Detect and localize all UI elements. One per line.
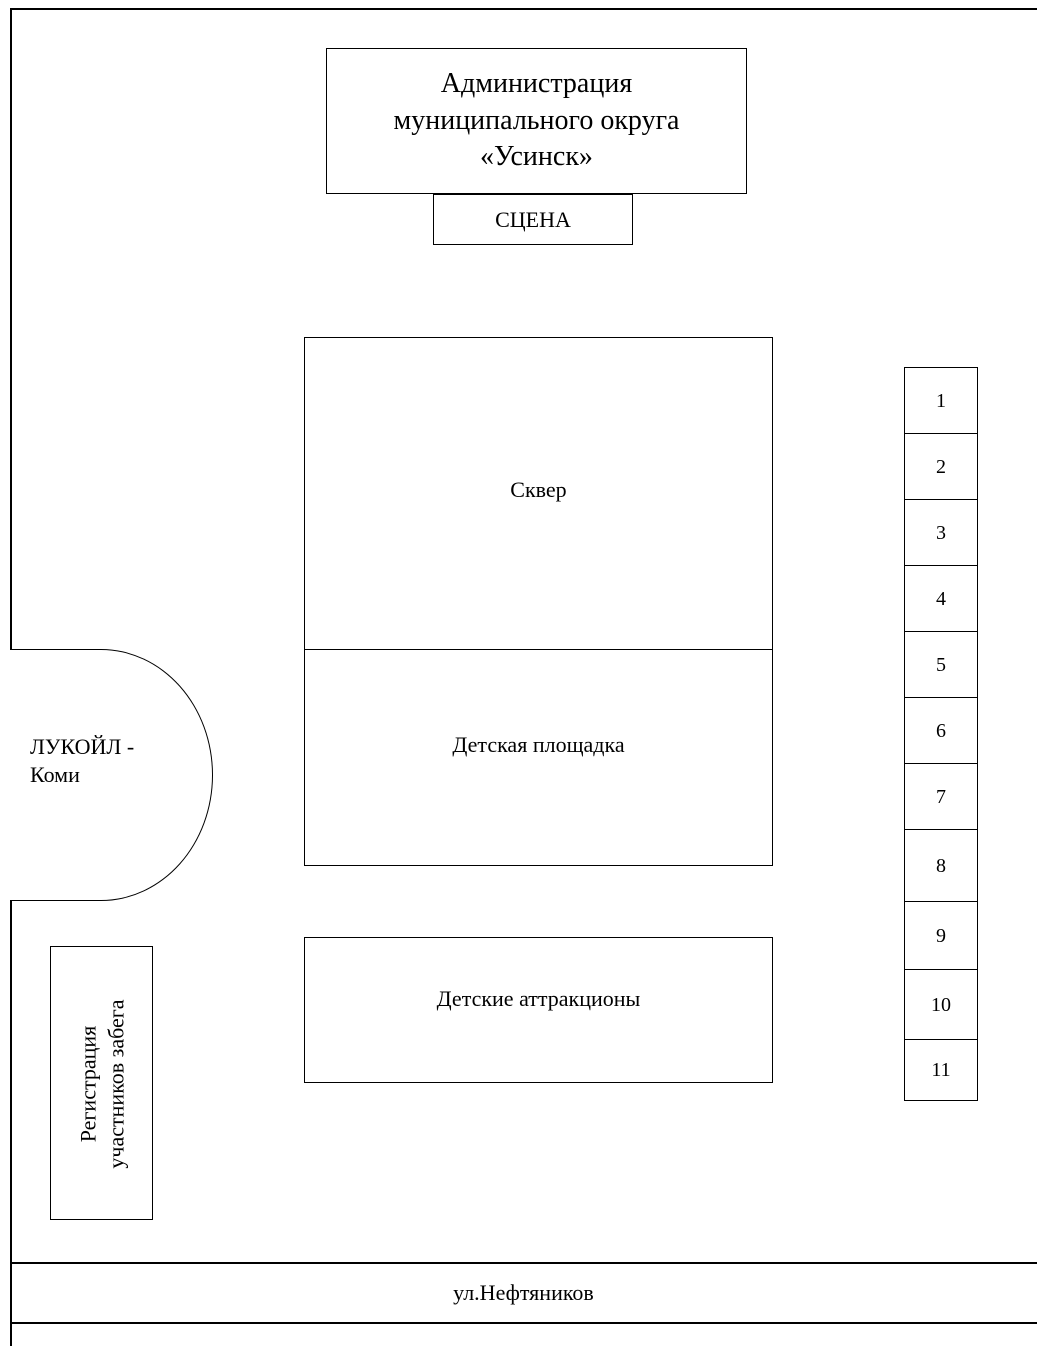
lukoil-line-1: ЛУКОЙЛ - (30, 734, 135, 759)
stall-4: 4 (904, 565, 978, 633)
stage: СЦЕНА (433, 194, 633, 245)
administration-building: Администрация муниципального округа «Уси… (326, 48, 747, 194)
park-area: Сквер (304, 337, 773, 651)
stall-6: 6 (904, 697, 978, 765)
registration-line-1: Регистрация (75, 1025, 101, 1143)
stall-7: 7 (904, 763, 978, 831)
lukoil-komi-tent: ЛУКОЙЛ - Коми (10, 649, 213, 901)
registration-label: Регистрация участников забега (75, 999, 130, 1168)
attractions-label: Детские аттракционы (436, 986, 641, 1011)
stall-10: 10 (904, 969, 978, 1041)
playground-area: Детская площадка (304, 649, 773, 866)
stall-2: 2 (904, 433, 978, 501)
attractions-area: Детские аттракционы (304, 937, 773, 1083)
stall-9: 9 (904, 901, 978, 971)
administration-line-2: муниципального округа (393, 104, 680, 136)
stall-8: 8 (904, 829, 978, 903)
stall-1: 1 (904, 367, 978, 435)
street-bottom-line (10, 1322, 1037, 1324)
street-top-line (10, 1262, 1037, 1264)
administration-line-1: Администрация (440, 68, 633, 100)
top-border (10, 8, 1037, 10)
stall-3: 3 (904, 499, 978, 567)
stall-11: 11 (904, 1039, 978, 1101)
administration-line-3: «Усинск» (480, 141, 593, 173)
lukoil-line-2: Коми (30, 762, 80, 787)
registration-area: Регистрация участников забега (50, 946, 153, 1220)
street-name: ул.Нефтяников (453, 1280, 594, 1305)
registration-line-2: участников забега (103, 999, 128, 1169)
stall-5: 5 (904, 631, 978, 699)
